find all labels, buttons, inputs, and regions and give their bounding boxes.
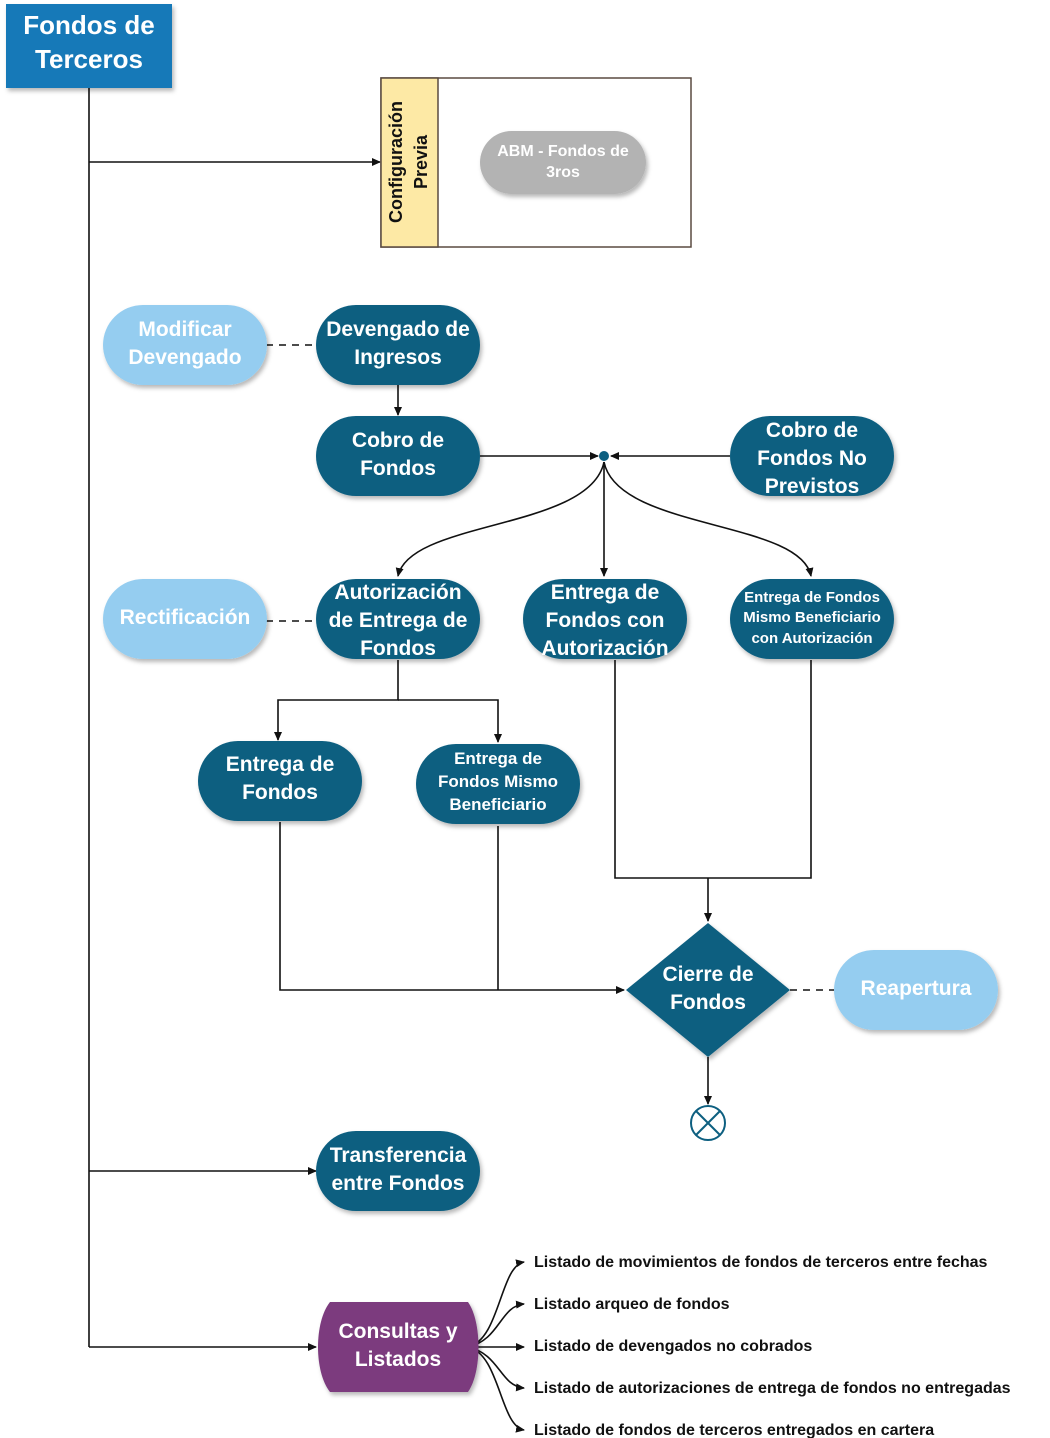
- entrega-mismo-benef-autorizacion-button[interactable]: Entrega de Fondos Mismo Beneficiario con…: [730, 579, 894, 659]
- junction-dot: [599, 451, 609, 461]
- reapertura-button[interactable]: Reapertura: [834, 950, 998, 1030]
- entrega-fondos-line1: Entrega de: [226, 753, 335, 776]
- autorizacion-entrega-button[interactable]: Autorización de Entrega de Fondos: [316, 579, 480, 660]
- abm-fondos-line1: ABM - Fondos de: [497, 143, 629, 160]
- listado-item-3[interactable]: Listado de devengados no cobrados: [534, 1338, 812, 1355]
- entrega-mismo-benef-aut-line3: con Autorización: [751, 630, 872, 647]
- cobro-no-previstos-button[interactable]: Cobro de Fondos No Previstos: [730, 416, 894, 498]
- rectificacion-button[interactable]: Rectificación: [103, 579, 267, 659]
- entrega-mismo-beneficiario-line1: Entrega de: [454, 749, 542, 768]
- entrega-con-autorizacion-line3: Autorización: [541, 637, 668, 660]
- abm-fondos-button[interactable]: ABM - Fondos de 3ros: [480, 131, 646, 194]
- cierre-fondos-line2: Fondos: [670, 991, 746, 1014]
- flow-end-icon: [690, 1105, 726, 1141]
- listado-item-4[interactable]: Listado de autorizaciones de entrega de …: [534, 1380, 1011, 1397]
- config-label-line1: Configuración: [386, 101, 406, 223]
- header-title-line1: Fondos de: [23, 10, 154, 40]
- listado-item-2[interactable]: Listado arqueo de fondos: [534, 1296, 730, 1313]
- listado-item-1[interactable]: Listado de movimientos de fondos de terc…: [534, 1254, 988, 1271]
- cierre-fondos-line1: Cierre de: [662, 963, 753, 986]
- transferencia-line2: entre Fondos: [331, 1172, 464, 1195]
- cierre-fondos-diamond[interactable]: Cierre de Fondos: [626, 923, 790, 1057]
- transferencia-line1: Transferencia: [330, 1144, 467, 1167]
- entrega-mismo-beneficiario-line2: Fondos Mismo: [438, 772, 558, 791]
- connector-entrega-aut-merge: [614, 660, 708, 879]
- connector-entrega-fondos-cierre: [279, 822, 625, 994]
- cobro-fondos-line2: Fondos: [360, 457, 436, 480]
- devengado-ingresos-line2: Ingresos: [354, 346, 442, 369]
- modificar-devengado-line1: Modificar: [138, 318, 231, 341]
- entrega-mismo-benef-aut-line2: Mismo Beneficiario: [743, 609, 881, 626]
- abm-fondos-line2: 3ros: [546, 164, 580, 181]
- reapertura-label: Reapertura: [861, 977, 972, 1000]
- listados-list: Listado de movimientos de fondos de terc…: [534, 1254, 1011, 1438]
- cobro-no-previstos-line3: Previstos: [765, 475, 860, 498]
- autorizacion-entrega-line1: Autorización: [334, 581, 461, 604]
- consultas-line2: Listados: [355, 1348, 441, 1371]
- autorizacion-entrega-line2: de Entrega de: [329, 609, 468, 632]
- listado-item-5[interactable]: Listado de fondos de terceros entregados…: [534, 1422, 934, 1438]
- cobro-fondos-button[interactable]: Cobro de Fondos: [316, 416, 480, 496]
- consultas-line1: Consultas y: [338, 1320, 457, 1343]
- autorizacion-entrega-line3: Fondos: [360, 637, 436, 660]
- consultas-listados-button[interactable]: Consultas y Listados: [318, 1302, 479, 1392]
- connector-autorizacion-split-right: [398, 699, 502, 743]
- entrega-mismo-benef-aut-line1: Entrega de Fondos: [744, 589, 880, 606]
- entrega-con-autorizacion-button[interactable]: Entrega de Fondos con Autorización: [523, 579, 687, 660]
- devengado-ingresos-line1: Devengado de: [326, 318, 470, 341]
- header-title-line2: Terceros: [35, 44, 143, 74]
- entrega-mismo-beneficiario-button[interactable]: Entrega de Fondos Mismo Beneficiario: [416, 744, 580, 824]
- modificar-devengado-line2: Devengado: [128, 346, 241, 369]
- entrega-con-autorizacion-line2: Fondos con: [546, 609, 665, 632]
- cobro-fondos-line1: Cobro de: [352, 429, 444, 452]
- connector-junction-autorizacion: [395, 461, 605, 577]
- entrega-fondos-line2: Fondos: [242, 781, 318, 804]
- entrega-con-autorizacion-line1: Entrega de: [551, 581, 660, 604]
- devengado-ingresos-button[interactable]: Devengado de Ingresos: [316, 305, 480, 385]
- connector-junction-mismo-benef: [603, 461, 814, 577]
- config-label-line2: Previa: [411, 134, 431, 189]
- connector-mismo-benef-aut-merge: [708, 660, 812, 879]
- transferencia-button[interactable]: Transferencia entre Fondos: [316, 1131, 480, 1211]
- connector-autorizacion-split-left: [274, 660, 399, 741]
- rectificacion-label: Rectificación: [120, 606, 251, 629]
- header-box[interactable]: Fondos de Terceros: [6, 4, 172, 88]
- cobro-no-previstos-line2: Fondos No: [757, 447, 867, 470]
- entrega-fondos-button[interactable]: Entrega de Fondos: [198, 741, 362, 821]
- entrega-mismo-beneficiario-line3: Beneficiario: [449, 795, 546, 814]
- cobro-no-previstos-line1: Cobro de: [766, 419, 858, 442]
- modificar-devengado-button[interactable]: Modificar Devengado: [103, 305, 267, 385]
